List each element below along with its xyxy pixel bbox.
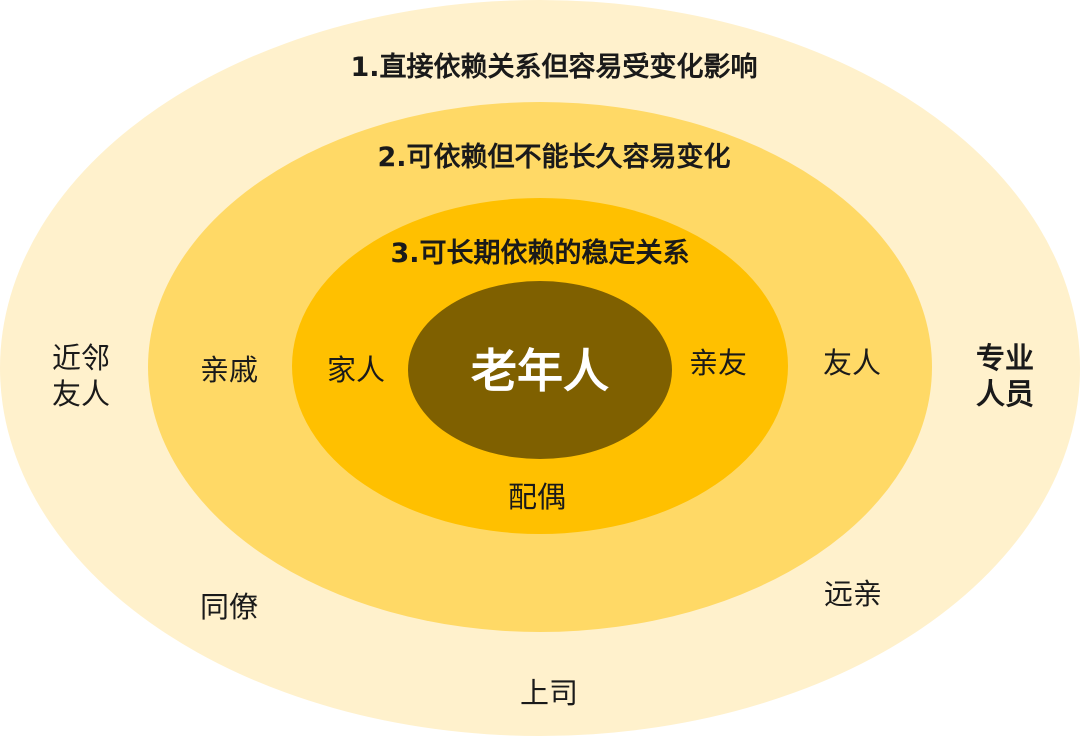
member-colleagues: 同僚 xyxy=(200,590,258,624)
member-professionals-line2: 人员 xyxy=(976,377,1034,411)
member-friends: 友人 xyxy=(823,346,881,380)
center-label: 老年人 xyxy=(471,344,609,398)
inner-layer-title: 3.可长期依赖的稳定关系 xyxy=(390,237,689,269)
outer-layer-title: 1.直接依赖关系但容易受变化影响 xyxy=(350,51,757,83)
member-family: 家人 xyxy=(327,353,385,387)
member-professionals-line1: 专业 xyxy=(976,341,1034,375)
member-boss: 上司 xyxy=(520,676,578,710)
member-distant-relatives: 远亲 xyxy=(824,577,882,611)
member-spouse: 配偶 xyxy=(508,480,566,514)
member-kin: 亲戚 xyxy=(200,353,258,387)
member-neighbors-line1: 近邻 xyxy=(52,341,110,375)
middle-layer-title: 2.可依赖但不能长久容易变化 xyxy=(377,141,730,173)
core-ellipse xyxy=(408,281,672,459)
member-relatives-friends: 亲友 xyxy=(689,346,747,380)
member-neighbors-line2: 友人 xyxy=(52,377,110,411)
